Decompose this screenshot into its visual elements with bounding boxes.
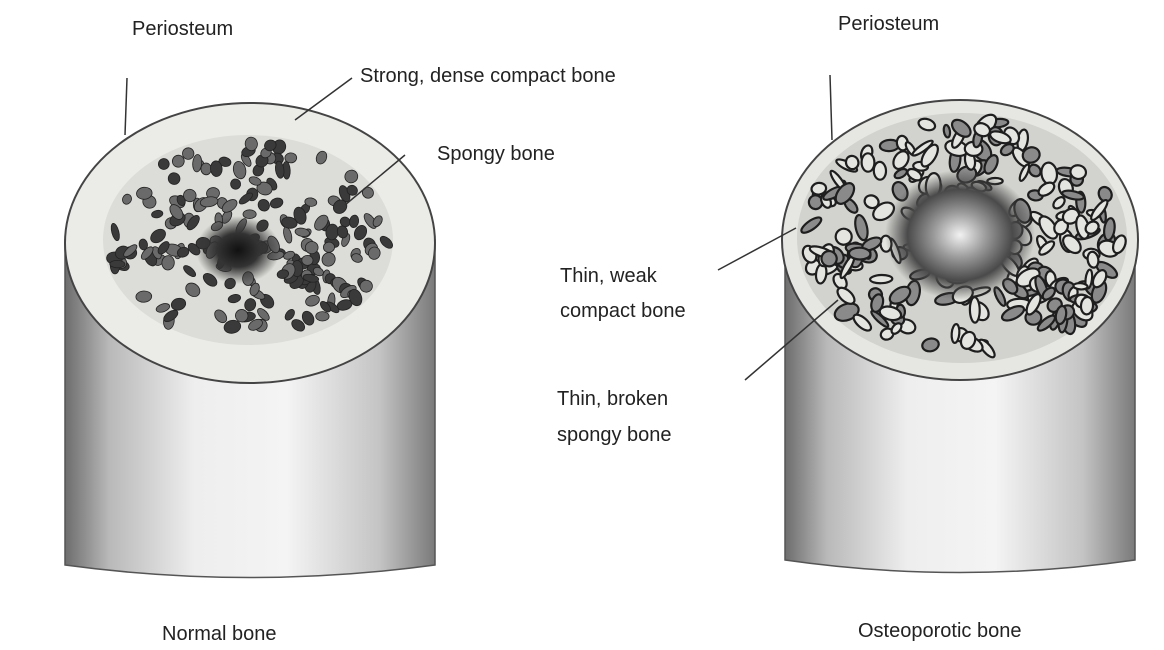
broken-spongy-pore (870, 275, 892, 284)
osteoporotic-bone (782, 100, 1138, 573)
osteoporotic-bone-caption: Osteoporotic bone (858, 617, 1021, 645)
normal-bone-caption: Normal bone (162, 620, 277, 648)
broken-spongy-pore (951, 324, 960, 343)
spongy-pore (201, 163, 212, 175)
broken-spongy-pore (1080, 297, 1093, 315)
broken-spongy-pore (873, 162, 886, 180)
broken-spongy-pore (1073, 283, 1088, 290)
normal-spongy-bone-label: Spongy bone (437, 140, 555, 168)
broken-spongy-pore (861, 153, 874, 172)
osteoporotic-periosteum-leader (830, 75, 832, 140)
normal-bone (65, 103, 435, 578)
osteoporotic-spongy-bone-label-line1: Thin, broken (557, 385, 668, 413)
normal-periosteum-label: Periosteum (132, 15, 233, 43)
spongy-pore (110, 260, 125, 268)
osteoporotic-marrow-center (885, 170, 1035, 300)
spongy-pore (316, 311, 330, 321)
broken-spongy-pore (849, 247, 871, 260)
osteoporotic-periosteum-label: Periosteum (838, 10, 939, 38)
normal-periosteum-leader (125, 78, 127, 135)
osteoporotic-compact-bone-label-line1: Thin, weak (560, 262, 657, 290)
osteoporotic-spongy-bone-label-line2: spongy bone (557, 421, 672, 449)
normal-marrow-center (196, 216, 280, 284)
normal-compact-bone-label: Strong, dense compact bone (360, 62, 616, 90)
spongy-pore (302, 255, 314, 265)
osteoporotic-compact-bone-label-line2: compact bone (560, 297, 686, 325)
spongy-pore (182, 147, 194, 159)
